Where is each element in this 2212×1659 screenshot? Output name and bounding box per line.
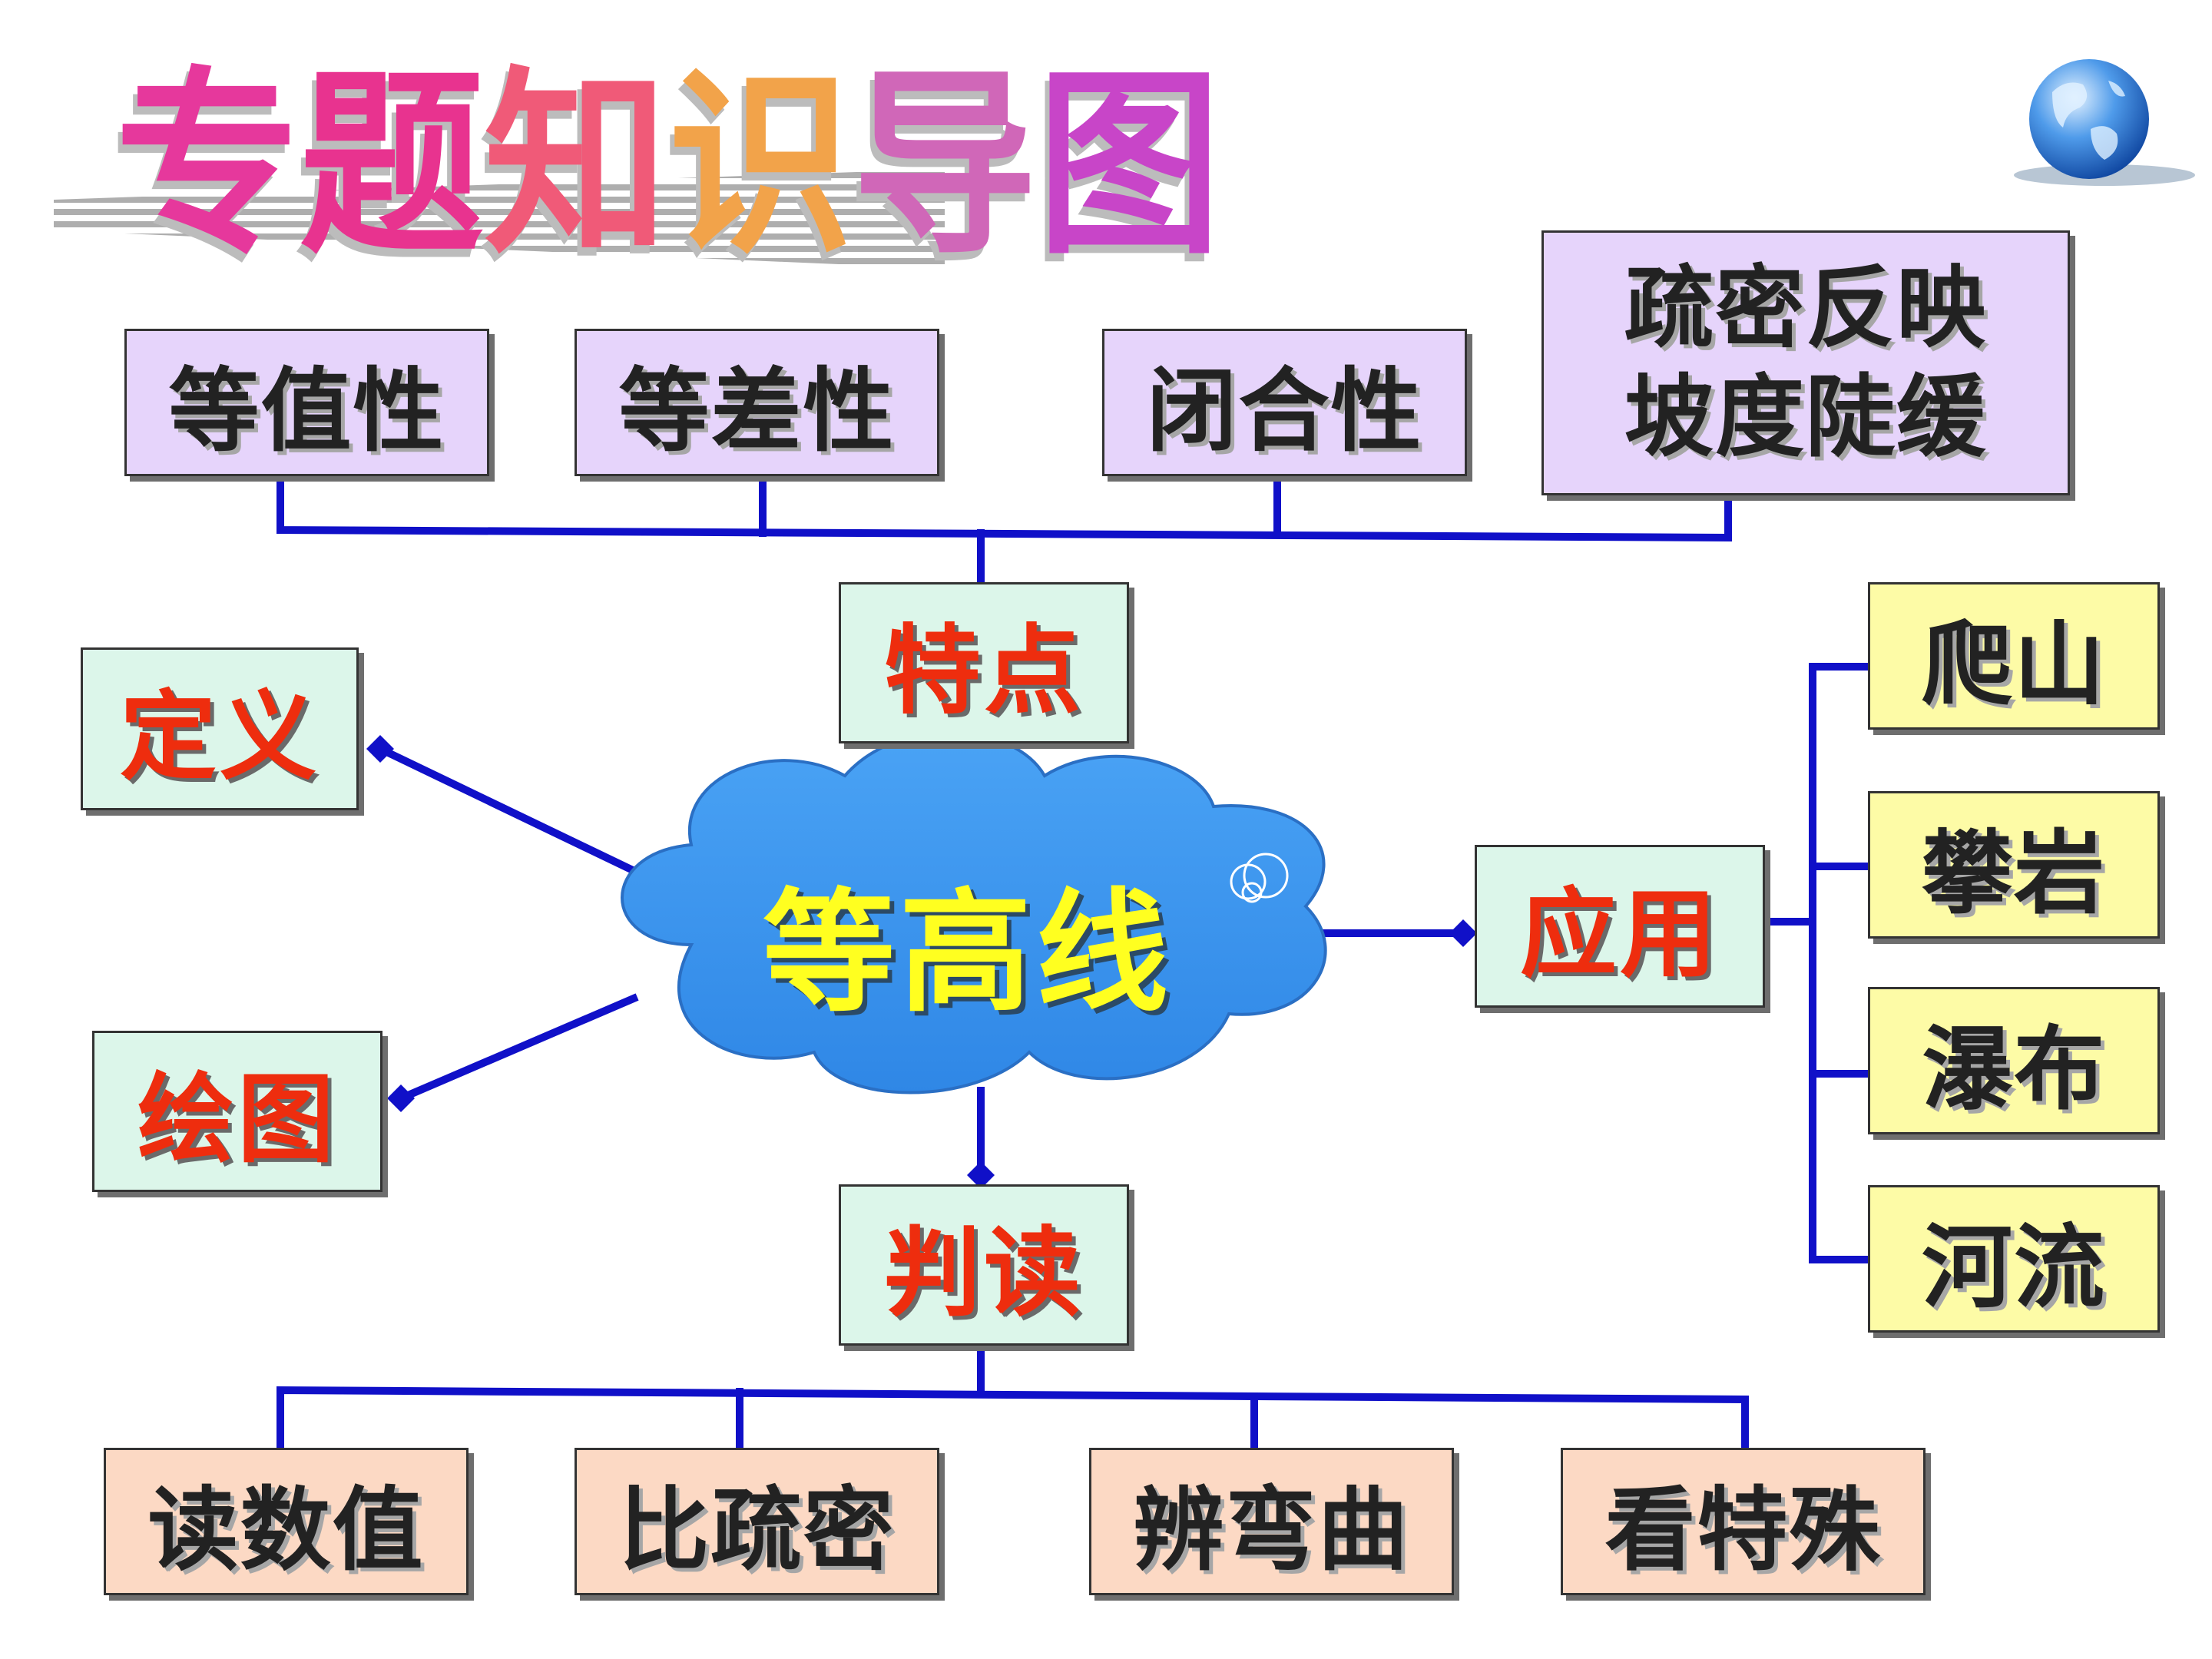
application-item-climbing: 爬山 [1868,582,2160,730]
title-char: 识 [668,48,853,282]
center-cloud [621,730,1327,1094]
feature-item-equal-value: 等值性 [124,329,489,476]
feature-item-equal-interval: 等差性 [575,329,939,476]
globe-icon [2014,59,2195,186]
reading-item-compare-density: 比疏密 [575,1448,939,1595]
reading-item-read-value: 读数值 [104,1448,469,1595]
density-slope-line-1: 疏密反映 [1624,256,1987,360]
feature-item-density-slope: 疏密反映 坡度陡缓 [1541,230,2070,495]
title-char: 题 [300,48,485,282]
reading-item-identify-bend: 辨弯曲 [1089,1448,1454,1595]
application-item-river: 河流 [1868,1185,2160,1333]
application-item-waterfall: 瀑布 [1868,987,2160,1134]
title-char: 图 [1037,48,1222,282]
title-char: 知 [484,48,669,282]
branch-reading: 判读 [839,1184,1129,1346]
center-topic: 等高线 [763,876,1173,1030]
title-char: 专 [115,48,300,282]
application-item-rock-climbing: 攀岩 [1868,791,2160,939]
branch-drawing: 绘图 [92,1031,382,1192]
title-char: 导 [853,48,1038,282]
reading-item-special: 看特殊 [1561,1448,1926,1595]
title-shadow-decoration [54,169,945,269]
density-slope-line-2: 坡度陡缓 [1624,365,1987,469]
feature-item-closed: 闭合性 [1102,329,1467,476]
branch-definition: 定义 [81,647,359,810]
branch-application: 应用 [1475,845,1765,1008]
branch-features: 特点 [839,582,1129,743]
page-title: 专题知识导图 [115,38,1221,292]
